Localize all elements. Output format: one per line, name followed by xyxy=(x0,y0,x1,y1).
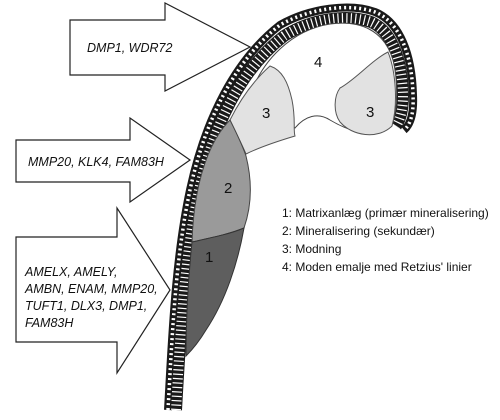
gene-arrow-middle-shape xyxy=(15,116,192,204)
gene-arrow-bottom-line-4: FAM83H xyxy=(25,316,74,330)
legend-item-1: 1: Matrixanlæg (primær mineralisering) xyxy=(282,206,489,220)
zone-label-4: 4 xyxy=(314,54,322,71)
legend: 1: Matrixanlæg (primær mineralisering) 2… xyxy=(282,206,489,274)
gene-arrow-bottom-line-2: AMBN, ENAM, MMP20, xyxy=(24,282,158,296)
zone-3-right-region xyxy=(334,51,396,136)
ameloblast-layer-dots xyxy=(166,5,415,411)
zone-label-3-left: 3 xyxy=(262,105,270,122)
gene-arrow-bottom-line-3: TUFT1, DLX3, DMP1, xyxy=(25,299,147,313)
gene-arrow-top: DMP1, WDR72 xyxy=(69,2,252,92)
zone-label-1: 1 xyxy=(205,249,213,266)
zone-label-2: 2 xyxy=(224,180,232,197)
ameloblast-cell-band-fill xyxy=(171,13,409,411)
legend-item-3: 3: Modning xyxy=(282,242,341,256)
gene-arrow-bottom-line-1: AMELX, AMELY, xyxy=(24,265,117,279)
gene-arrow-bottom-shape xyxy=(15,205,171,376)
gene-arrow-middle-line-1: MMP20, KLK4, FAM83H xyxy=(28,155,165,169)
gene-arrow-top-shape xyxy=(69,2,252,92)
legend-item-2: 2: Mineralisering (sekundær) xyxy=(282,224,435,238)
tooth-crown: 1 2 3 3 4 xyxy=(164,3,418,411)
zone-label-3-right: 3 xyxy=(366,104,374,121)
legend-item-4: 4: Moden emalje med Retzius' linier xyxy=(282,260,472,274)
zone-1-region xyxy=(185,227,245,358)
gene-arrow-middle: MMP20, KLK4, FAM83H xyxy=(15,116,192,204)
gene-arrow-top-line-1: DMP1, WDR72 xyxy=(87,41,172,55)
gene-arrow-bottom: AMELX, AMELY, AMBN, ENAM, MMP20, TUFT1, … xyxy=(15,205,171,376)
